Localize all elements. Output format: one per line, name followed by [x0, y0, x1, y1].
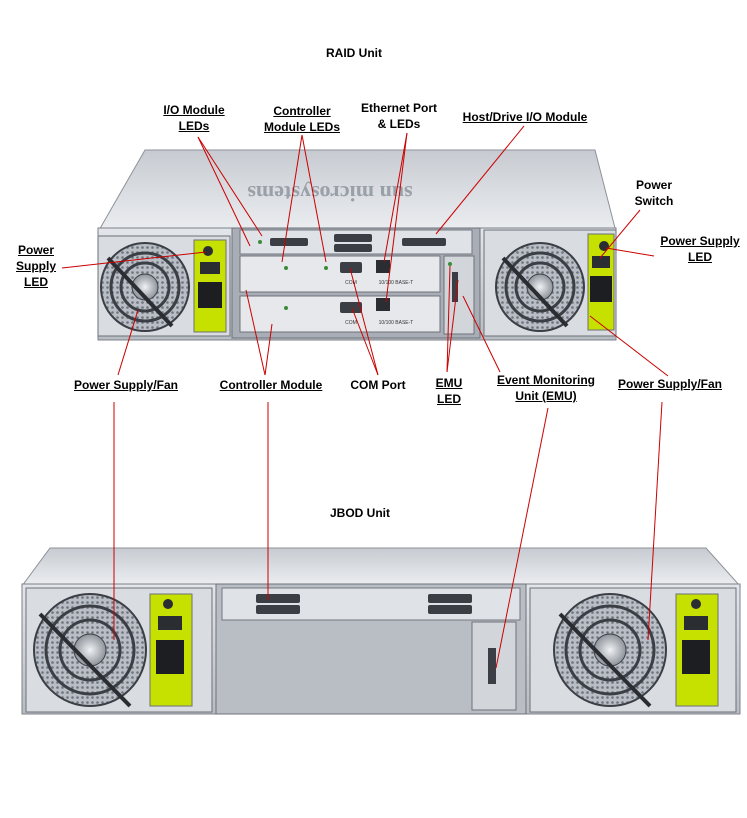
raid-ethernet-port-lower: [376, 298, 390, 311]
label-controller-module: Controller Module: [206, 377, 336, 393]
raid-psu-left: [97, 235, 231, 337]
jbod-psu-left: [25, 587, 213, 713]
raid-ethernet-text-lower: 10/100 BASE-T: [379, 320, 414, 326]
jbod-io-connector-3: [428, 594, 472, 603]
jbod-psu-right: [529, 587, 737, 713]
leader-io-module-leds-2: [197, 136, 251, 247]
label-emu-led: EMU LED: [424, 375, 474, 407]
raid-io-connector-1: [270, 238, 308, 246]
label-event-monitoring-unit-line-2: Unit (EMU): [515, 389, 577, 403]
label-power-supply-fan-right-line-1: Power Supply/Fan: [617, 377, 722, 391]
jbod-emu-connector: [488, 648, 496, 684]
raid-psu-right: [483, 229, 617, 337]
label-emu-led-line-2: LED: [437, 392, 461, 406]
raid-ethernet-text-upper: 10/100 BASE-T: [379, 280, 414, 286]
label-power-supply-led-right-line-1: Power Supply: [660, 234, 740, 248]
raid-emu-led: [448, 262, 452, 266]
raid-controller-led-1: [284, 266, 288, 270]
jbod-io-connector-2: [256, 605, 300, 614]
label-power-supply-led-left: Power Supply LED: [6, 242, 66, 290]
label-controller-module-leds-line-2: Module LEDs: [263, 120, 340, 134]
leader-com-1: [349, 267, 379, 376]
label-controller-module-leds: Controller Module LEDs: [252, 103, 352, 135]
leader-psu-fan-right: [589, 315, 669, 377]
jbod-io-upper-strip: [221, 587, 521, 621]
raid-com-port-upper: [340, 262, 362, 273]
raid-controller-led-3: [284, 306, 288, 310]
leader-emu-led-1: [446, 265, 451, 373]
leader-host-drive-io: [435, 125, 525, 235]
label-power-supply-fan-left-line-1: Power Supply/Fan: [73, 378, 178, 392]
raid-com-text-lower: COM: [345, 320, 357, 326]
leader-ethernet-1: [383, 132, 408, 263]
raid-controller-led-2: [324, 266, 328, 270]
label-ethernet-port-leds-line-2: & LEDs: [377, 117, 421, 131]
leader-jbod-psu-right: [647, 401, 663, 641]
leader-ethernet-2: [385, 132, 408, 303]
jbod-io-connector-4: [428, 605, 472, 614]
label-power-supply-fan-left: Power Supply/Fan: [60, 377, 192, 393]
label-io-module-leds-line-2: LEDs: [178, 119, 210, 133]
leader-com-2: [351, 307, 379, 376]
label-com-port-line-1: COM Port: [350, 378, 406, 392]
label-host-drive-io-module: Host/Drive I/O Module: [450, 109, 600, 125]
jbod-unit-image: [21, 547, 742, 715]
raid-com-text-upper: COM: [345, 280, 357, 286]
label-event-monitoring-unit-line-1: Event Monitoring: [497, 373, 595, 387]
label-io-module-leds: I/O Module LEDs: [144, 102, 244, 134]
label-ethernet-port-leds-line-1: Ethernet Port: [360, 101, 437, 115]
raid-chassis-logo: sun microsystems: [247, 181, 413, 206]
label-event-monitoring-unit: Event Monitoring Unit (EMU): [486, 372, 606, 404]
label-power-supply-led-left-line-2: Supply: [15, 259, 56, 273]
label-com-port: COM Port: [340, 377, 416, 393]
leader-controller-leds-1: [281, 134, 303, 263]
leader-power-switch: [599, 209, 641, 259]
raid-controller-module-lower: [239, 295, 441, 333]
leader-emu-led-2: [446, 279, 459, 373]
label-power-switch-line-2: Switch: [634, 194, 674, 208]
label-controller-module-leds-line-1: Controller: [273, 104, 331, 118]
raid-io-connector-3: [334, 244, 372, 252]
raid-unit-image: sun microsystems COM COM 10/100 BASE-T 1…: [97, 149, 617, 341]
leader-emu: [462, 295, 501, 373]
label-power-switch-line-1: Power: [635, 178, 672, 192]
label-power-supply-led-right: Power Supply LED: [652, 233, 747, 265]
label-ethernet-port-leds: Ethernet Port & LEDs: [349, 100, 449, 132]
leader-jbod-emu: [495, 407, 549, 669]
label-io-module-leds-line-1: I/O Module: [163, 103, 225, 117]
label-emu-led-line-1: EMU: [435, 376, 463, 390]
label-power-supply-fan-right: Power Supply/Fan: [604, 376, 736, 392]
leader-controller-leds-2: [301, 134, 327, 263]
raid-io-connector-2: [334, 234, 372, 242]
label-power-switch: Power Switch: [624, 177, 684, 209]
label-controller-module-line-1: Controller Module: [219, 378, 323, 392]
label-host-drive-io-module-line-1: Host/Drive I/O Module: [462, 110, 588, 124]
leader-psu-led-left: [61, 251, 207, 269]
leader-lines: [61, 125, 669, 669]
leader-controller-module-2: [264, 323, 273, 376]
raid-ethernet-port-upper: [376, 260, 390, 273]
raid-unit-title: RAID Unit: [326, 46, 382, 60]
label-power-supply-led-right-line-2: LED: [688, 250, 712, 264]
label-power-supply-led-left-line-1: Power: [17, 243, 54, 257]
raid-emu-connector: [452, 272, 458, 302]
leader-psu-led-right: [605, 247, 655, 257]
raid-io-connector-4: [402, 238, 446, 246]
label-power-supply-led-left-line-3: LED: [24, 275, 48, 289]
jbod-io-connector-1: [256, 594, 300, 603]
raid-controller-led-4: [258, 240, 262, 244]
jbod-top-panel: [21, 547, 742, 587]
leader-controller-module-1: [245, 289, 266, 376]
jbod-unit-title: JBOD Unit: [330, 506, 390, 520]
leader-io-module-leds-1: [197, 136, 263, 237]
raid-controller-module-upper: [239, 255, 441, 293]
leader-psu-fan-left: [117, 309, 139, 376]
raid-com-port-lower: [340, 302, 362, 313]
